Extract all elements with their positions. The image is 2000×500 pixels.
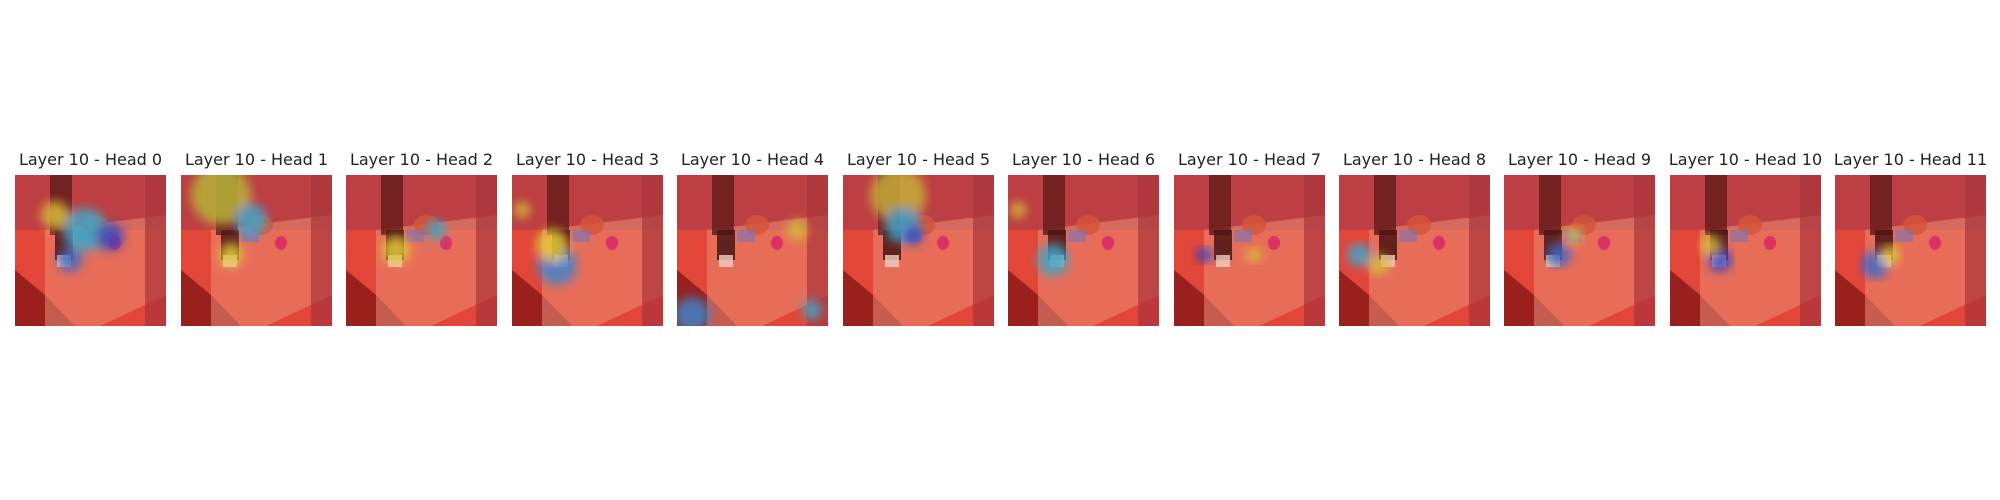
attention-grid: Layer 10 - Head 0 Layer 10 - Head 1 Laye… xyxy=(15,148,1987,328)
attention-heatmap-image xyxy=(1008,175,1159,326)
panel-title: Layer 10 - Head 9 xyxy=(1507,150,1652,169)
panel-head-0: Layer 10 - Head 0 xyxy=(15,148,166,328)
attention-heatmap-image xyxy=(512,175,663,326)
panel-head-3: Layer 10 - Head 3 xyxy=(512,148,663,328)
panel-head-10: Layer 10 - Head 10 xyxy=(1669,148,1822,328)
panel-title: Layer 10 - Head 6 xyxy=(1011,150,1156,169)
panel-head-6: Layer 10 - Head 6 xyxy=(1008,148,1159,328)
attention-heatmap-image xyxy=(181,175,332,326)
panel-title: Layer 10 - Head 1 xyxy=(184,150,329,169)
attention-heatmap-image xyxy=(1504,175,1655,326)
panel-title: Layer 10 - Head 5 xyxy=(846,150,991,169)
attention-heatmap-image xyxy=(1174,175,1325,326)
panel-title: Layer 10 - Head 0 xyxy=(18,150,163,169)
attention-heatmap-image xyxy=(346,175,497,326)
attention-heatmap-image xyxy=(677,175,828,326)
attention-heatmap-image xyxy=(15,175,166,326)
panel-head-11: Layer 10 - Head 11 xyxy=(1834,148,1987,328)
panel-head-8: Layer 10 - Head 8 xyxy=(1339,148,1490,328)
panel-head-7: Layer 10 - Head 7 xyxy=(1174,148,1325,328)
panel-head-9: Layer 10 - Head 9 xyxy=(1504,148,1655,328)
panel-head-5: Layer 10 - Head 5 xyxy=(843,148,994,328)
attention-heatmap-image xyxy=(843,175,994,326)
panel-title: Layer 10 - Head 3 xyxy=(515,150,660,169)
panel-head-4: Layer 10 - Head 4 xyxy=(677,148,828,328)
panel-head-1: Layer 10 - Head 1 xyxy=(181,148,332,328)
panel-title: Layer 10 - Head 8 xyxy=(1342,150,1487,169)
attention-heatmap-image xyxy=(1670,175,1821,326)
panel-title: Layer 10 - Head 7 xyxy=(1177,150,1322,169)
panel-title: Layer 10 - Head 10 xyxy=(1668,150,1823,169)
attention-heatmap-image xyxy=(1339,175,1490,326)
panel-title: Layer 10 - Head 2 xyxy=(349,150,494,169)
attention-heatmap-image xyxy=(1835,175,1986,326)
panel-title: Layer 10 - Head 4 xyxy=(680,150,825,169)
panel-head-2: Layer 10 - Head 2 xyxy=(346,148,497,328)
panel-title: Layer 10 - Head 11 xyxy=(1833,150,1988,169)
